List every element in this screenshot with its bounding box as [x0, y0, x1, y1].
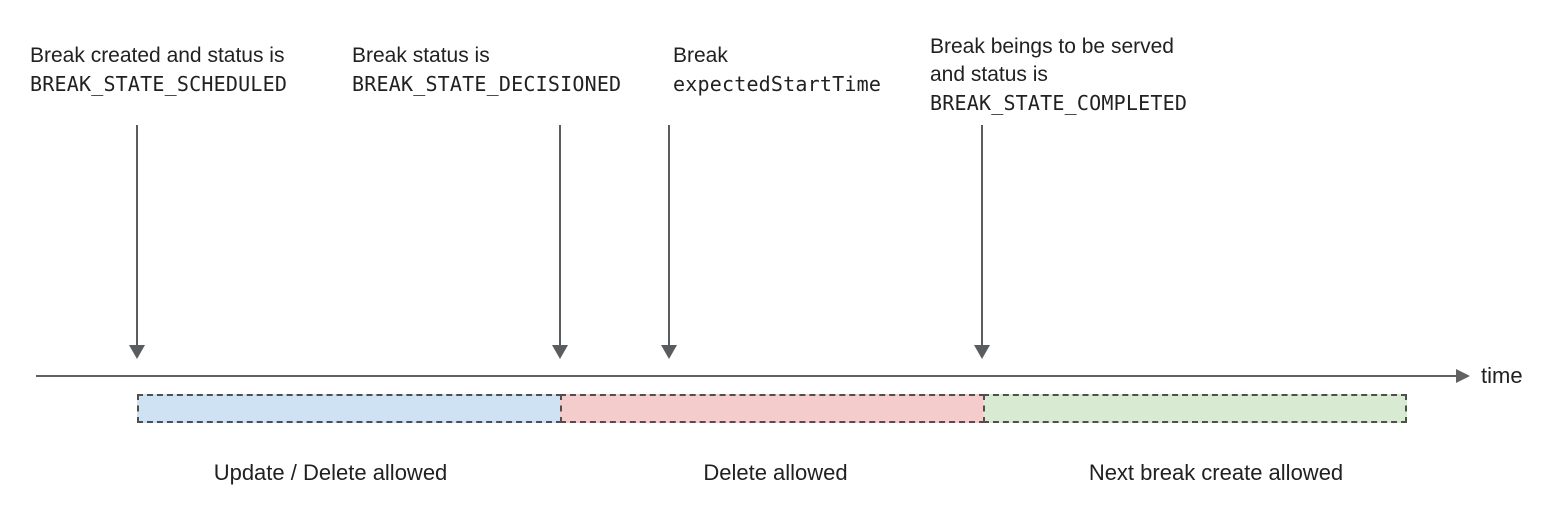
segment-update-delete-allowed	[137, 394, 562, 423]
annotation-code-text: BREAK_STATE_SCHEDULED	[30, 72, 288, 96]
arrowhead-icon	[552, 345, 568, 359]
time-axis-label: time	[1481, 363, 1523, 388]
down-arrow-icon	[974, 125, 990, 359]
down-arrow-icon	[552, 125, 568, 359]
annotation-break-decisioned: Break status is BREAK_STATE_DECISIONED	[352, 42, 621, 98]
down-arrow-icon	[129, 125, 145, 359]
annotation-text: Break beings to be served	[930, 35, 1174, 58]
down-arrow-icon	[661, 125, 677, 359]
annotation-text: Break created and status is	[30, 44, 285, 67]
timeline-axis	[36, 375, 1456, 377]
annotation-code-text: expectedStartTime	[673, 72, 882, 96]
annotation-text: and status is	[930, 63, 1048, 86]
annotation-text: Break status is	[352, 44, 490, 67]
segment-label: Update / Delete allowed	[213, 460, 448, 485]
annotation-code-text: BREAK_STATE_DECISIONED	[352, 72, 622, 96]
segment-label: Delete allowed	[703, 460, 848, 485]
annotation-break-scheduled: Break created and status is BREAK_STATE_…	[30, 42, 287, 98]
annotation-text: Break	[673, 44, 728, 67]
annotation-break-completed: Break beings to be served and status is …	[930, 33, 1187, 117]
arrowhead-icon	[661, 345, 677, 359]
segment-delete-allowed	[560, 394, 985, 423]
annotation-code-text: BREAK_STATE_COMPLETED	[930, 91, 1188, 115]
segment-label: Next break create allowed	[1088, 460, 1344, 485]
arrowhead-icon	[129, 345, 145, 359]
right-arrow-icon	[1456, 369, 1470, 383]
arrowhead-icon	[974, 345, 990, 359]
segment-next-break-create-allowed	[983, 394, 1407, 423]
annotation-expected-start-time: Break expectedStartTime	[673, 42, 881, 98]
